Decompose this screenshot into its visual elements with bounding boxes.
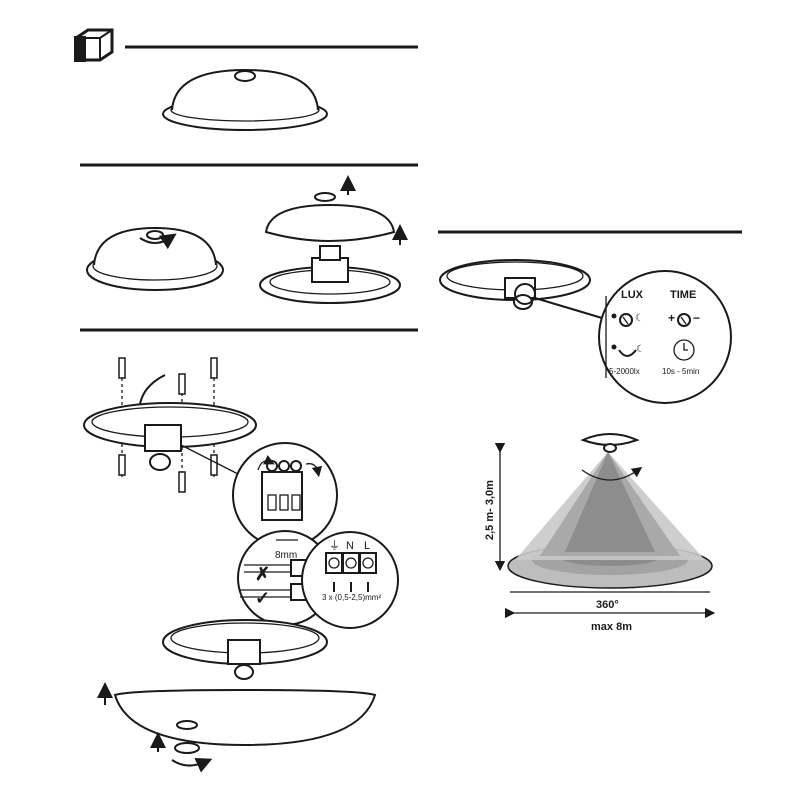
terminal-l-label: L <box>364 540 370 552</box>
strip-length-label: 8mm <box>275 550 297 561</box>
terminal-block-circle: ⏚ N L 3 x (0,5-2,5)mm² <box>301 531 399 629</box>
rotate-arrow-icon <box>581 466 643 481</box>
sensor-settings-panel: LUX TIME ☾ + − ☾ 5-2000lx 10s - 5min <box>598 270 732 404</box>
lamp-assembled <box>162 68 328 131</box>
svg-text:☾: ☾ <box>635 313 644 324</box>
max-range-label: max 8m <box>591 621 632 633</box>
angle-label: 360° <box>596 599 619 611</box>
cable-spec-label: 3 x (0,5-2,5)mm² <box>322 593 381 602</box>
lamp-rotate-cover <box>86 226 224 291</box>
time-knob-icon: + − <box>668 311 700 327</box>
lux-range-label: 5-2000lx <box>609 367 640 376</box>
package-icon <box>74 28 114 62</box>
sensor-location <box>439 259 603 319</box>
earth-symbol-icon: ⏚ <box>329 539 340 552</box>
height-range-label: 2,5 m- 3,0m <box>484 480 496 540</box>
base-mounting <box>83 357 257 493</box>
time-plus: + <box>668 311 675 325</box>
time-label: TIME <box>670 289 696 301</box>
wrong-mark-icon: ✗ <box>255 564 270 584</box>
detection-zone: 2,5 m- 3,0m 360° max 8m <box>484 433 716 633</box>
terminal-n-label: N <box>346 540 354 552</box>
lux-curve-icon: ☾ <box>611 344 645 357</box>
rotate-arrow-icon <box>171 757 213 773</box>
lamp-reattach-cover <box>97 619 377 773</box>
rotate-arrow-icon <box>139 233 177 250</box>
clock-icon <box>673 339 695 361</box>
lamp-remove-cover <box>259 175 408 304</box>
svg-text:☾: ☾ <box>636 344 645 355</box>
time-range-label: 10s - 5min <box>662 367 699 376</box>
lux-knob-icon: ☾ <box>611 313 644 327</box>
correct-mark-icon: ✓ <box>255 588 270 608</box>
time-minus: − <box>693 311 700 325</box>
lux-label: LUX <box>621 289 644 301</box>
